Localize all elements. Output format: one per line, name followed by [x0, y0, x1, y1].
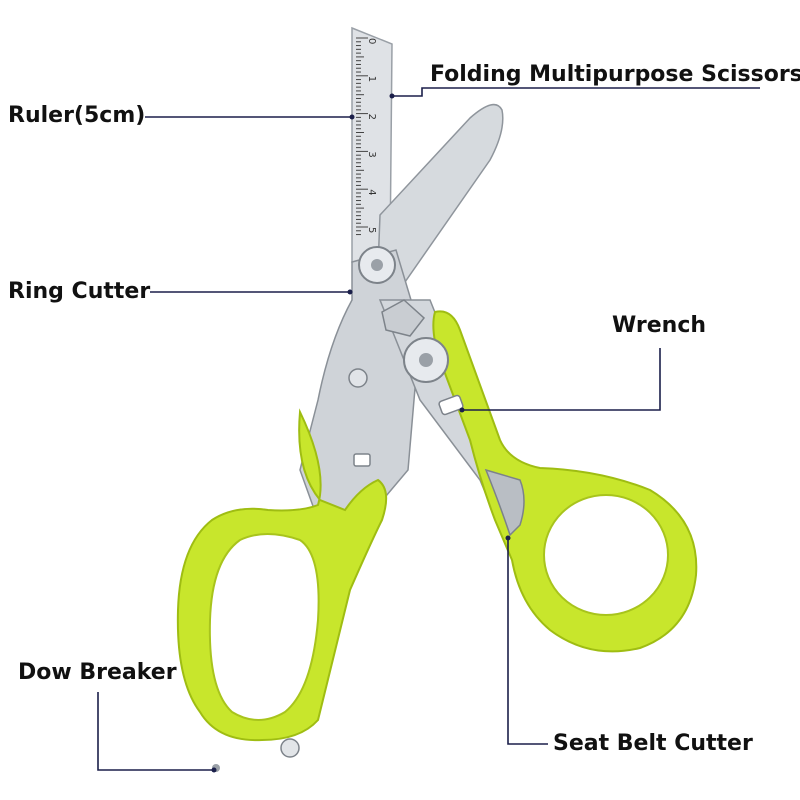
ruler-number: 1: [366, 76, 377, 82]
wrench-notch: [438, 394, 464, 416]
ruler-number: 4: [366, 189, 377, 195]
label-ruler: Ruler(5cm): [8, 103, 146, 128]
right-handle-hole: [543, 494, 669, 616]
label-folding-scissors: Folding Multipurpose Scissors: [430, 62, 800, 87]
callout-line-folding-scissors: [392, 87, 760, 97]
callout-line-dow-breaker: [97, 692, 214, 771]
release-lever: [381, 299, 426, 337]
callout-line-wrench: [462, 348, 661, 411]
lock-screw-center: [419, 353, 433, 367]
left-body-slot: [353, 453, 371, 467]
label-dow-breaker: Dow Breaker: [18, 660, 177, 685]
pivot-screw-center: [371, 259, 383, 271]
callout-line-seat-belt: [507, 538, 548, 745]
callout-dots: [211, 93, 511, 773]
glass-breaker-tip: [280, 738, 300, 758]
ruler-number: 2: [366, 114, 377, 120]
callout-lines: [97, 87, 760, 771]
label-wrench: Wrench: [612, 313, 707, 338]
left-handle-hole: [208, 533, 320, 721]
ruler-number: 3: [366, 151, 377, 157]
label-seat-belt-cutter: Seat Belt Cutter: [553, 731, 753, 756]
small-screw: [348, 368, 368, 388]
cutting-blade: [377, 103, 504, 283]
label-ring-cutter: Ring Cutter: [8, 279, 151, 304]
ruler-number: 5: [366, 227, 377, 233]
seat-belt-hook: [484, 468, 525, 537]
ruler-number: 0: [366, 38, 377, 44]
